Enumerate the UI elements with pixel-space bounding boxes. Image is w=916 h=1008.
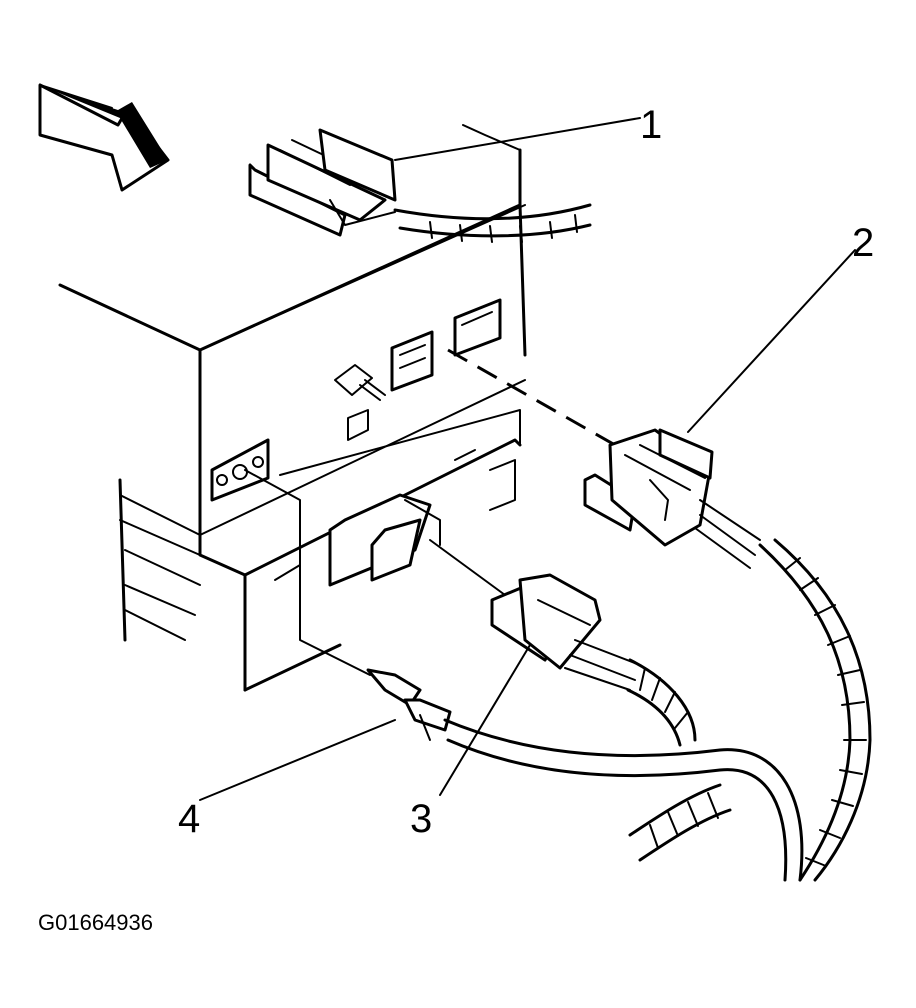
loom-fragment [628,783,732,862]
direction-arrow [38,83,170,192]
ground-wire-4 [244,469,804,882]
figure-code: G01664936 [38,910,153,935]
module-connector-socket [390,298,502,392]
connector-1 [248,128,592,243]
callout-1: 1 [640,103,662,147]
connector-2 [447,348,872,882]
connector-3 [429,539,697,747]
module-housing [58,124,527,537]
callout-2: 2 [852,221,874,265]
leader-lines [199,117,856,801]
callout-4: 4 [178,797,200,841]
base-unit [118,409,522,692]
callout-3: 3 [410,797,432,841]
